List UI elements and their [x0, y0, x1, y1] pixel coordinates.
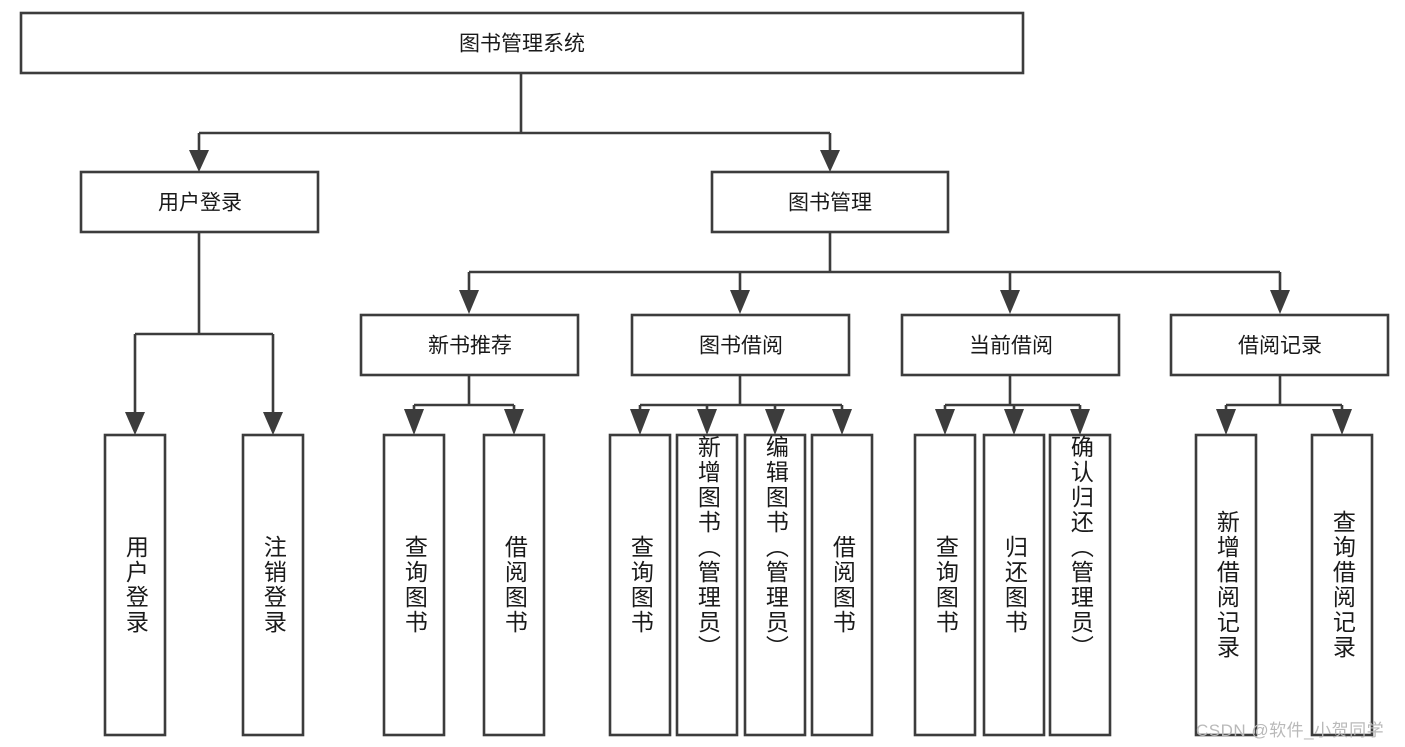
- leaf-box-bookborrow-query[interactable]: [608, 433, 672, 737]
- arrow-head-bookborrow-leaf-2: [697, 409, 717, 435]
- arrow-head-newbook-leaf-1: [404, 409, 424, 435]
- node-new-book-recommend-label: 新书推荐: [428, 335, 512, 358]
- node-book-borrow-box[interactable]: [630, 313, 851, 377]
- node-book-management-label: 图书管理: [788, 192, 872, 215]
- node-root-system[interactable]: 图书管理系统: [19, 11, 1025, 75]
- leaf-box-bookborrow-add[interactable]: [675, 433, 739, 737]
- connector-layer: [125, 73, 1352, 435]
- arrow-head-user-login: [189, 150, 209, 172]
- node-current-borrow-label: 当前借阅: [969, 335, 1053, 358]
- node-user-login[interactable]: 用户登录: [79, 170, 320, 234]
- leaf-box-newbook-query[interactable]: [382, 433, 446, 737]
- node-current-borrow[interactable]: 当前借阅: [900, 313, 1121, 377]
- leaf-box-user-login-logout[interactable]: [241, 433, 305, 737]
- node-root-system-box[interactable]: [19, 11, 1025, 75]
- arrow-head-bookborrow-leaf-1: [630, 409, 650, 435]
- node-book-management-box[interactable]: [710, 170, 950, 234]
- leaf-box-bookborrow-edit[interactable]: [743, 433, 807, 737]
- arrow-head-book-borrow: [730, 290, 750, 314]
- arrow-head-currentborrow-leaf-1: [935, 409, 955, 435]
- leaf-box-bookborrow-borrow[interactable]: [810, 433, 874, 737]
- node-user-login-label: 用户登录: [158, 192, 242, 215]
- node-layer: 图书管理系统 用户登录 图书管理 新书推荐 图书借阅: [19, 11, 1390, 737]
- node-root-system-label: 图书管理系统: [459, 33, 585, 56]
- arrow-head-newbook-leaf-2: [504, 409, 524, 435]
- arrow-head-leaf-logout: [263, 412, 283, 435]
- leaf-box-borrowrecord-query[interactable]: [1310, 433, 1374, 737]
- leaf-box-user-login-login[interactable]: [103, 433, 167, 737]
- arrow-head-bookborrow-leaf-3: [765, 409, 785, 435]
- node-book-management[interactable]: 图书管理: [710, 170, 950, 234]
- arrow-head-borrowrecord-leaf-1: [1216, 409, 1236, 435]
- arrow-head-new-book: [459, 290, 479, 314]
- arrow-head-currentborrow-leaf-2: [1004, 409, 1024, 435]
- arrow-head-borrowrecord-leaf-2: [1332, 409, 1352, 435]
- arrow-head-currentborrow-leaf-3: [1070, 409, 1090, 435]
- arrow-head-current-borrow: [1000, 290, 1020, 314]
- csdn-watermark: CSDN @软件_小贺同学: [1196, 721, 1385, 740]
- leaf-box-newbook-borrow[interactable]: [482, 433, 546, 737]
- node-borrow-record[interactable]: 借阅记录: [1169, 313, 1390, 377]
- leaf-box-borrowrecord-add[interactable]: [1194, 433, 1258, 737]
- arrow-head-leaf-user-login: [125, 412, 145, 435]
- node-borrow-record-box[interactable]: [1169, 313, 1390, 377]
- leaf-box-currentborrow-confirm[interactable]: [1048, 433, 1112, 737]
- node-book-borrow-label: 图书借阅: [699, 335, 783, 358]
- leaf-box-currentborrow-query[interactable]: [913, 433, 977, 737]
- leaf-box-currentborrow-return[interactable]: [982, 433, 1046, 737]
- node-borrow-record-label: 借阅记录: [1238, 335, 1322, 358]
- node-current-borrow-box[interactable]: [900, 313, 1121, 377]
- node-user-login-box[interactable]: [79, 170, 320, 234]
- arrow-head-bookborrow-leaf-4: [832, 409, 852, 435]
- arrow-head-book-mgmt: [820, 150, 840, 172]
- node-book-borrow[interactable]: 图书借阅: [630, 313, 851, 377]
- arrow-head-borrow-record: [1270, 290, 1290, 314]
- node-new-book-recommend[interactable]: 新书推荐: [359, 313, 580, 377]
- node-new-book-recommend-box[interactable]: [359, 313, 580, 377]
